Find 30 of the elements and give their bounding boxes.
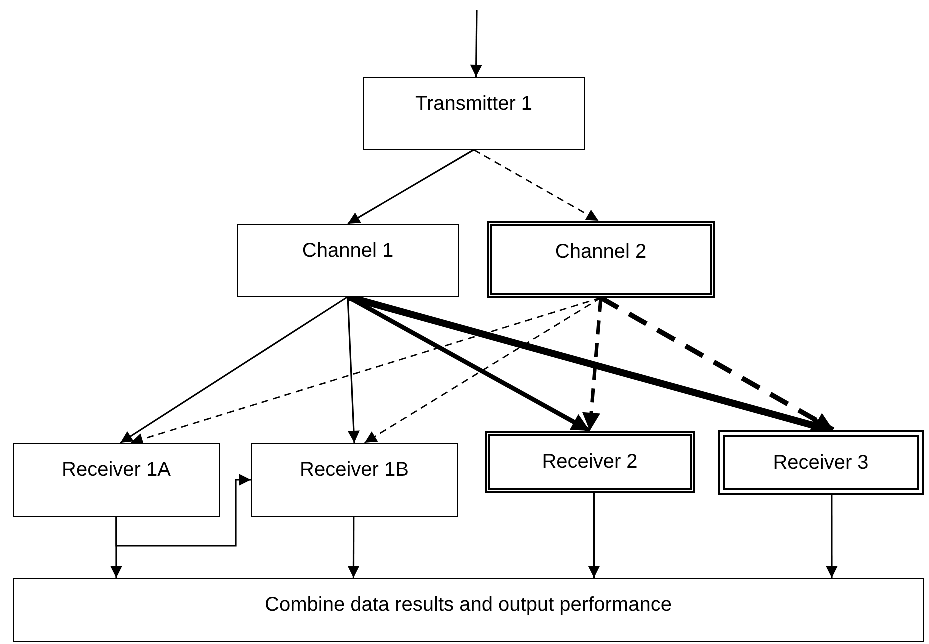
process-box [487,221,715,298]
arrow [364,297,602,444]
arrow [120,296,348,444]
process-box [363,77,585,150]
arrow [470,10,482,77]
process-box [485,431,695,493]
process-box [237,224,459,297]
arrow [588,493,600,578]
box-label: Transmitter 1 [415,92,533,117]
arrow [346,295,592,433]
box-label: Receiver 2 [542,450,638,475]
process-box [251,443,458,517]
box-label: Combine data results and output performance [265,593,672,618]
arrow [348,517,360,578]
arrow [474,149,600,222]
box-label: Receiver 3 [773,451,869,476]
process-box [13,443,220,517]
arrow [116,474,251,547]
arrow [600,296,835,432]
process-box [718,430,924,495]
box-label: Channel 2 [555,240,647,265]
arrow [130,297,602,446]
box-label: Receiver 1A [62,458,171,483]
process-box [13,578,924,642]
box-label: Channel 1 [302,239,394,264]
arrow [347,296,360,444]
arrow [582,298,603,432]
arrow [826,495,838,578]
arrow [348,149,474,225]
box-label: Receiver 1B [300,458,409,483]
